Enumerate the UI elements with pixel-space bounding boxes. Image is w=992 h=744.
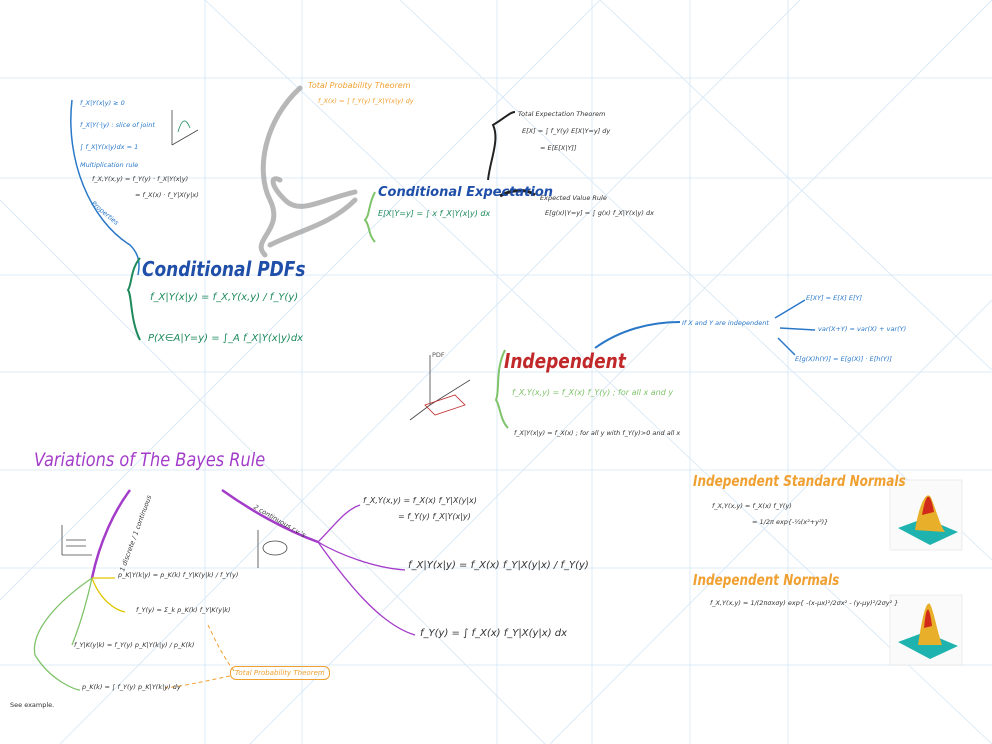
ttp-dash-2 <box>164 675 231 689</box>
bayes-right-f1a: f_X,Y(x,y) = f_X(x) f_Y|X(y|x) <box>363 496 477 505</box>
expected-value-formula: E[g(x)|Y=y] = ∫ g(x) f_X|Y(x|y) dx <box>545 209 654 217</box>
ind-std-normals-f2: = 1/2π exp{-½(x²+y²)} <box>752 518 829 526</box>
independent-formula: f_X,Y(x,y) = f_X(x) f_Y(y) ; for all x a… <box>512 388 674 397</box>
bayes-left-f2: f_Y(y) = Σ_k p_K(k) f_Y|K(y|k) <box>136 606 231 614</box>
bayes-right-f2: f_X|Y(x|y) = f_X(x) f_Y|X(y|x) / f_Y(y) <box>408 560 589 571</box>
cpdf-sketch <box>171 110 199 146</box>
conditional-pdfs-title: Conditional PDFs <box>142 257 306 281</box>
ind-arrow-1 <box>774 299 806 319</box>
ind-arrow-2 <box>779 327 816 331</box>
ind-normals-f1: f_X,Y(x,y) = 1/(2πσxσy) exp{ -(x-μx)²/2σ… <box>710 599 899 607</box>
ind-normals-title: Independent Normals <box>693 571 840 589</box>
cpdf-brace <box>126 257 141 341</box>
conditional-expectation-formula: E[X|Y=y] = ∫ x f_X|Y(x|y) dx <box>378 209 491 218</box>
properties-branch <box>70 99 140 276</box>
ind-arrow-3 <box>777 337 796 356</box>
total-probability-formula: f_X(x) = ∫ f_Y(y) f_X|Y(x|y) dy <box>318 97 414 105</box>
expected-value-title: Expected Value Rule <box>540 194 607 202</box>
independent-title: Independent <box>504 349 626 373</box>
pdf-3d-sketch <box>409 355 471 421</box>
gaussian-plot-standard <box>889 479 963 551</box>
cpdf-definition: f_X|Y(x|y) = f_X,Y(x,y) / f_Y(y) <box>150 292 299 303</box>
gaussian-plot-general <box>889 594 963 666</box>
total-probability-title: Total Probability Theorem <box>308 81 411 90</box>
total-expectation-title: Total Expectation Theorem <box>518 110 606 118</box>
prop-mult-rule: Multiplication rule <box>80 161 139 169</box>
ind-std-normals-title: Independent Standard Normals <box>693 472 906 490</box>
bayes-branches <box>90 488 319 579</box>
mult-rule-2: = f_X(x) · f_Y|X(y|x) <box>135 191 199 199</box>
mult-rule-1: f_X,Y(x,y) = f_Y(y) · f_X|Y(x|y) <box>92 175 189 183</box>
ind-std-normals-f1: f_X,Y(x,y) = f_X(x) f_Y(y) <box>712 502 792 510</box>
independent-formula-2: f_X|Y(x|y) = f_X(x) ; for all y with f_Y… <box>514 429 681 437</box>
conditional-expectation-title: Conditional Expectation <box>378 185 554 200</box>
bayes-left-f4: p_K(k) = ∫ f_Y(y) p_K|Y(k|y) dy <box>82 683 181 691</box>
ind-result-exy: E[XY] = E[X] E[Y] <box>806 294 863 302</box>
bayes-right-f1b: = f_Y(y) f_X|Y(x|y) <box>398 512 471 521</box>
ind-result-var: var(X+Y) = var(X) + var(Y) <box>818 325 907 333</box>
pdf-axis-label: PDF <box>432 351 445 359</box>
cexp-to-evr <box>499 189 536 198</box>
bayes-left-branches <box>33 577 126 691</box>
bayes-left-f1: p_K|Y(k|y) = p_K(k) f_Y|K(y|k) / f_Y(y) <box>118 571 239 579</box>
ind-result-egh: E[g(X)h(Y)] = E[g(X)] · E[h(Y)] <box>795 355 892 363</box>
prop-slice: f_X|Y(·|y) : slice of joint <box>80 121 155 129</box>
bayes-right-branches <box>317 504 416 636</box>
ind-brace <box>494 349 509 429</box>
gray-connectors <box>258 85 358 258</box>
total-probability-box: Total Probability Theorem <box>230 666 330 680</box>
bayes-title: Variations of The Bayes Rule <box>34 449 266 471</box>
prop-integral: ∫ f_X|Y(x|y)dx = 1 <box>80 143 139 151</box>
bayes-left-f3: f_Y|K(y|k) = f_Y(y) p_K|Y(k|y) / p_K(k) <box>74 641 195 649</box>
independent-branch-label: If X and Y are independent <box>682 319 769 327</box>
cexp-brace <box>363 191 376 243</box>
prop-nonneg: f_X|Y(x|y) ≥ 0 <box>80 99 125 107</box>
total-expectation-1: E[X] = ∫ f_Y(y) E[X|Y=y] dy <box>522 127 611 135</box>
cpdf-probability: P(X∈A|Y=y) = ∫_A f_X|Y(x|y)dx <box>148 333 304 344</box>
ind-branch <box>594 321 681 349</box>
see-example-link[interactable]: See example. <box>10 701 55 709</box>
total-expectation-2: = E[E[X|Y]] <box>540 144 577 152</box>
bayes-right-f3: f_Y(y) = ∫ f_X(x) f_Y|X(y|x) dx <box>420 628 568 639</box>
bayes-sketch-left <box>61 525 92 556</box>
cexp-to-total <box>487 111 516 181</box>
bayes-sketch-right <box>257 530 288 568</box>
